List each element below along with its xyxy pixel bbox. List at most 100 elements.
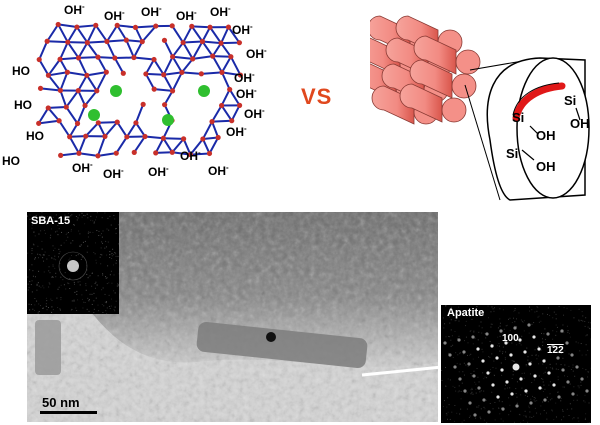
noise-speck [477,406,479,408]
noise-speck [481,348,483,350]
noise-speck [499,325,501,327]
noise-speck [473,331,475,333]
noise-speck [109,215,111,217]
noise-speck [116,285,118,287]
noise-speck [491,353,493,355]
noise-speck [475,392,477,394]
noise-speck [541,378,543,380]
noise-speck [104,301,106,303]
network-bond [212,55,231,58]
noise-speck [481,342,483,344]
network-bond [67,71,87,77]
noise-speck [572,366,574,368]
noise-speck [544,388,546,390]
noise-speck [538,315,540,317]
noise-speck [48,266,50,268]
noise-speck [94,283,96,285]
noise-speck [111,282,113,284]
noise-speck [41,212,43,214]
noise-speck [509,387,511,389]
noise-speck [51,306,53,308]
noise-speck [488,317,490,319]
noise-speck [529,411,531,413]
noise-speck [495,367,497,369]
noise-speck [45,297,47,299]
apatite-fft-pattern [441,305,591,423]
oh-label: OH- [210,4,231,19]
network-bond [77,57,88,76]
network-atom [229,118,235,124]
noise-speck [111,258,113,260]
noise-speck [72,240,74,242]
noise-speck [476,368,478,370]
noise-speck [481,327,483,329]
noise-speck [452,385,454,387]
noise-speck [536,306,538,308]
noise-speck [46,309,48,311]
noise-speck [113,290,115,292]
network-atom [94,88,100,94]
noise-speck [582,367,584,369]
noise-speck [59,309,61,311]
noise-speck [31,224,33,226]
miller-index-100: 100 [502,333,519,344]
network-bond [209,26,222,44]
noise-speck [551,409,553,411]
noise-speck [501,401,503,403]
network-bond [191,41,204,60]
network-bond [77,42,89,59]
noise-speck [531,309,533,311]
noise-speck [516,338,518,340]
noise-speck [39,220,41,222]
network-bond [46,23,60,42]
noise-speck [538,363,540,365]
noise-speck [51,311,53,313]
noise-speck [90,215,92,217]
network-atom [218,40,224,46]
noise-speck [474,337,476,339]
diffraction-spot [486,371,490,375]
noise-speck [108,282,110,284]
noise-speck [561,419,563,421]
noise-speck [93,308,95,310]
noise-speck [464,340,466,342]
noise-speck [101,241,103,243]
noise-speck [43,271,45,273]
noise-speck [69,278,71,280]
network-atom [215,134,221,141]
diffraction-spot [453,365,457,369]
diffraction-spot [557,395,561,399]
noise-speck [106,254,108,256]
noise-speck [546,412,547,414]
noise-speck [486,377,488,379]
noise-speck [459,352,461,354]
ion [110,85,122,97]
noise-speck [102,230,104,232]
noise-speck [31,248,33,250]
noise-speck [480,321,482,323]
noise-speck [462,371,464,373]
diffraction-spot [575,365,579,369]
network-atom [67,134,73,140]
noise-speck [552,410,554,412]
noise-speck [527,356,529,358]
oh-minus-label: OH- [72,160,93,175]
noise-speck [538,355,540,357]
noise-speck [76,219,78,221]
noise-speck [52,265,54,267]
network-bond [211,121,220,138]
network-bond [38,119,60,125]
noise-speck [542,391,544,393]
noise-speck [522,321,524,323]
noise-speck [478,356,480,358]
noise-speck [544,338,546,340]
noise-speck [64,272,66,274]
noise-speck [566,307,568,309]
noise-speck [95,219,97,221]
noise-speck [564,350,566,352]
noise-speck [491,391,493,393]
network-bond [76,105,86,124]
noise-speck [81,294,83,296]
network-bond [106,41,116,59]
noise-speck [459,363,461,365]
